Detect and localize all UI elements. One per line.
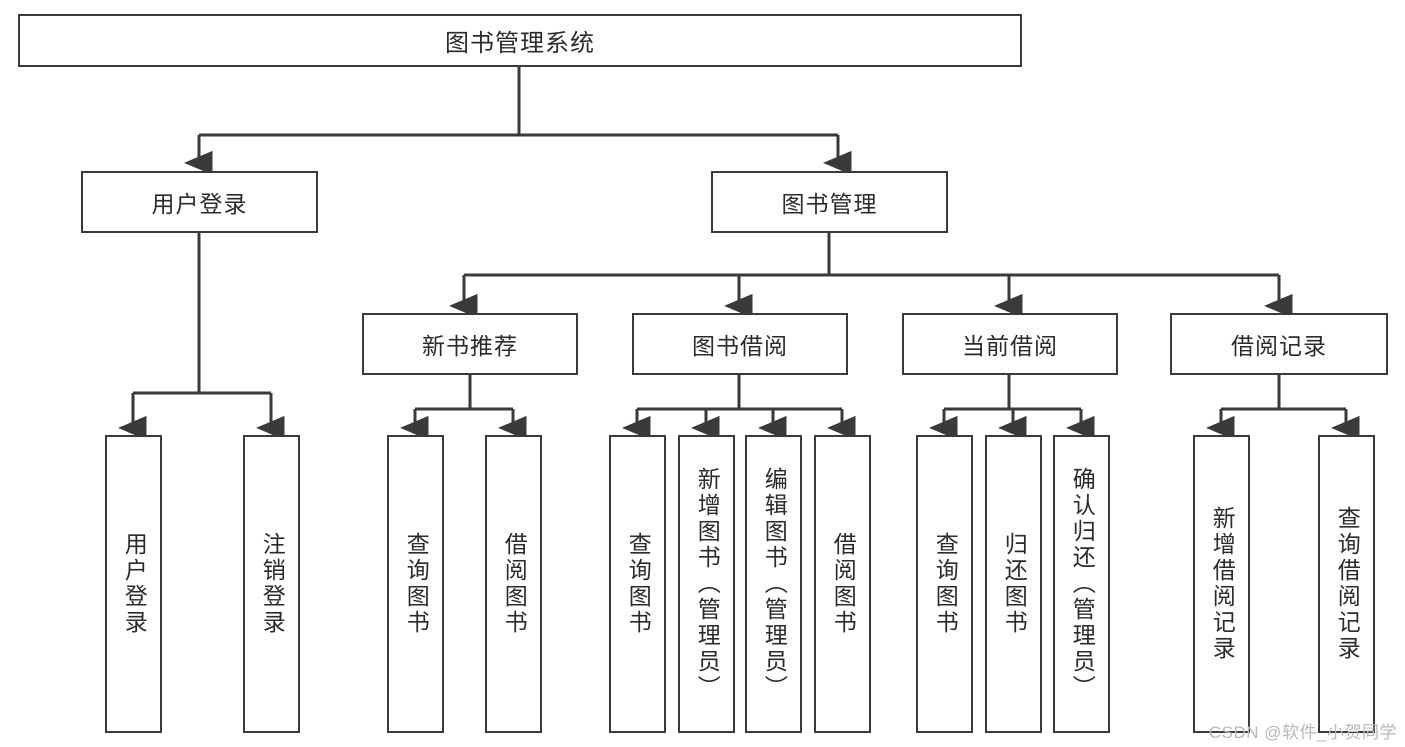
node-label: 借阅图书 — [830, 532, 857, 636]
node-label: 借阅图书 — [501, 532, 528, 636]
leaf-borrow-edit-book-admin[interactable]: 编辑图书（管理员） — [745, 435, 802, 733]
node-label: 图书管理 — [781, 191, 878, 217]
leaf-current-query-book[interactable]: 查询图书 — [916, 435, 973, 733]
leaf-borrow-borrow-book[interactable]: 借阅图书 — [814, 435, 871, 733]
node-label: 用户登录 — [121, 532, 148, 636]
leaf-record-add-borrow-record[interactable]: 新增借阅记录 — [1193, 435, 1250, 733]
leaf-current-return-book[interactable]: 归还图书 — [985, 435, 1042, 733]
node-label: 图书借阅 — [692, 333, 788, 359]
node-label: 当前借阅 — [962, 333, 1058, 359]
leaf-new-book-borrow[interactable]: 借阅图书 — [485, 435, 542, 733]
node-label: 确认归还（管理员） — [1069, 467, 1096, 701]
node-label: 用户登录 — [151, 191, 248, 217]
node-label: 注销登录 — [259, 532, 286, 636]
node-label: 图书管理系统 — [445, 30, 595, 57]
node-current-borrow[interactable]: 当前借阅 — [902, 313, 1118, 375]
node-label: 编辑图书（管理员） — [761, 467, 788, 701]
leaf-borrow-query-book[interactable]: 查询图书 — [609, 435, 666, 733]
node-book-management[interactable]: 图书管理 — [711, 171, 948, 233]
node-label: 查询图书 — [625, 532, 652, 636]
node-borrow-record[interactable]: 借阅记录 — [1170, 313, 1388, 375]
node-book-borrow[interactable]: 图书借阅 — [632, 313, 848, 375]
node-label: 归还图书 — [1001, 532, 1028, 636]
node-label: 新增图书（管理员） — [694, 467, 721, 701]
watermark-text: CSDN @软件_小贺同学 — [1208, 723, 1397, 742]
leaf-borrow-add-book-admin[interactable]: 新增图书（管理员） — [678, 435, 735, 733]
node-root-book-management-system[interactable]: 图书管理系统 — [18, 14, 1022, 67]
node-label: 新书推荐 — [422, 333, 518, 359]
node-user-login[interactable]: 用户登录 — [81, 171, 318, 233]
node-new-book-recommend[interactable]: 新书推荐 — [362, 313, 578, 375]
node-label: 借阅记录 — [1231, 333, 1327, 359]
leaf-user-login-signout[interactable]: 注销登录 — [243, 435, 300, 733]
node-label: 查询图书 — [932, 532, 959, 636]
leaf-new-book-query[interactable]: 查询图书 — [387, 435, 444, 733]
leaf-user-login-signin[interactable]: 用户登录 — [105, 435, 162, 733]
leaf-record-query-borrow-record[interactable]: 查询借阅记录 — [1318, 435, 1375, 733]
node-label: 查询图书 — [403, 532, 430, 636]
leaf-current-confirm-return-admin[interactable]: 确认归还（管理员） — [1053, 435, 1110, 733]
node-label: 查询借阅记录 — [1334, 506, 1361, 662]
node-label: 新增借阅记录 — [1209, 506, 1236, 662]
